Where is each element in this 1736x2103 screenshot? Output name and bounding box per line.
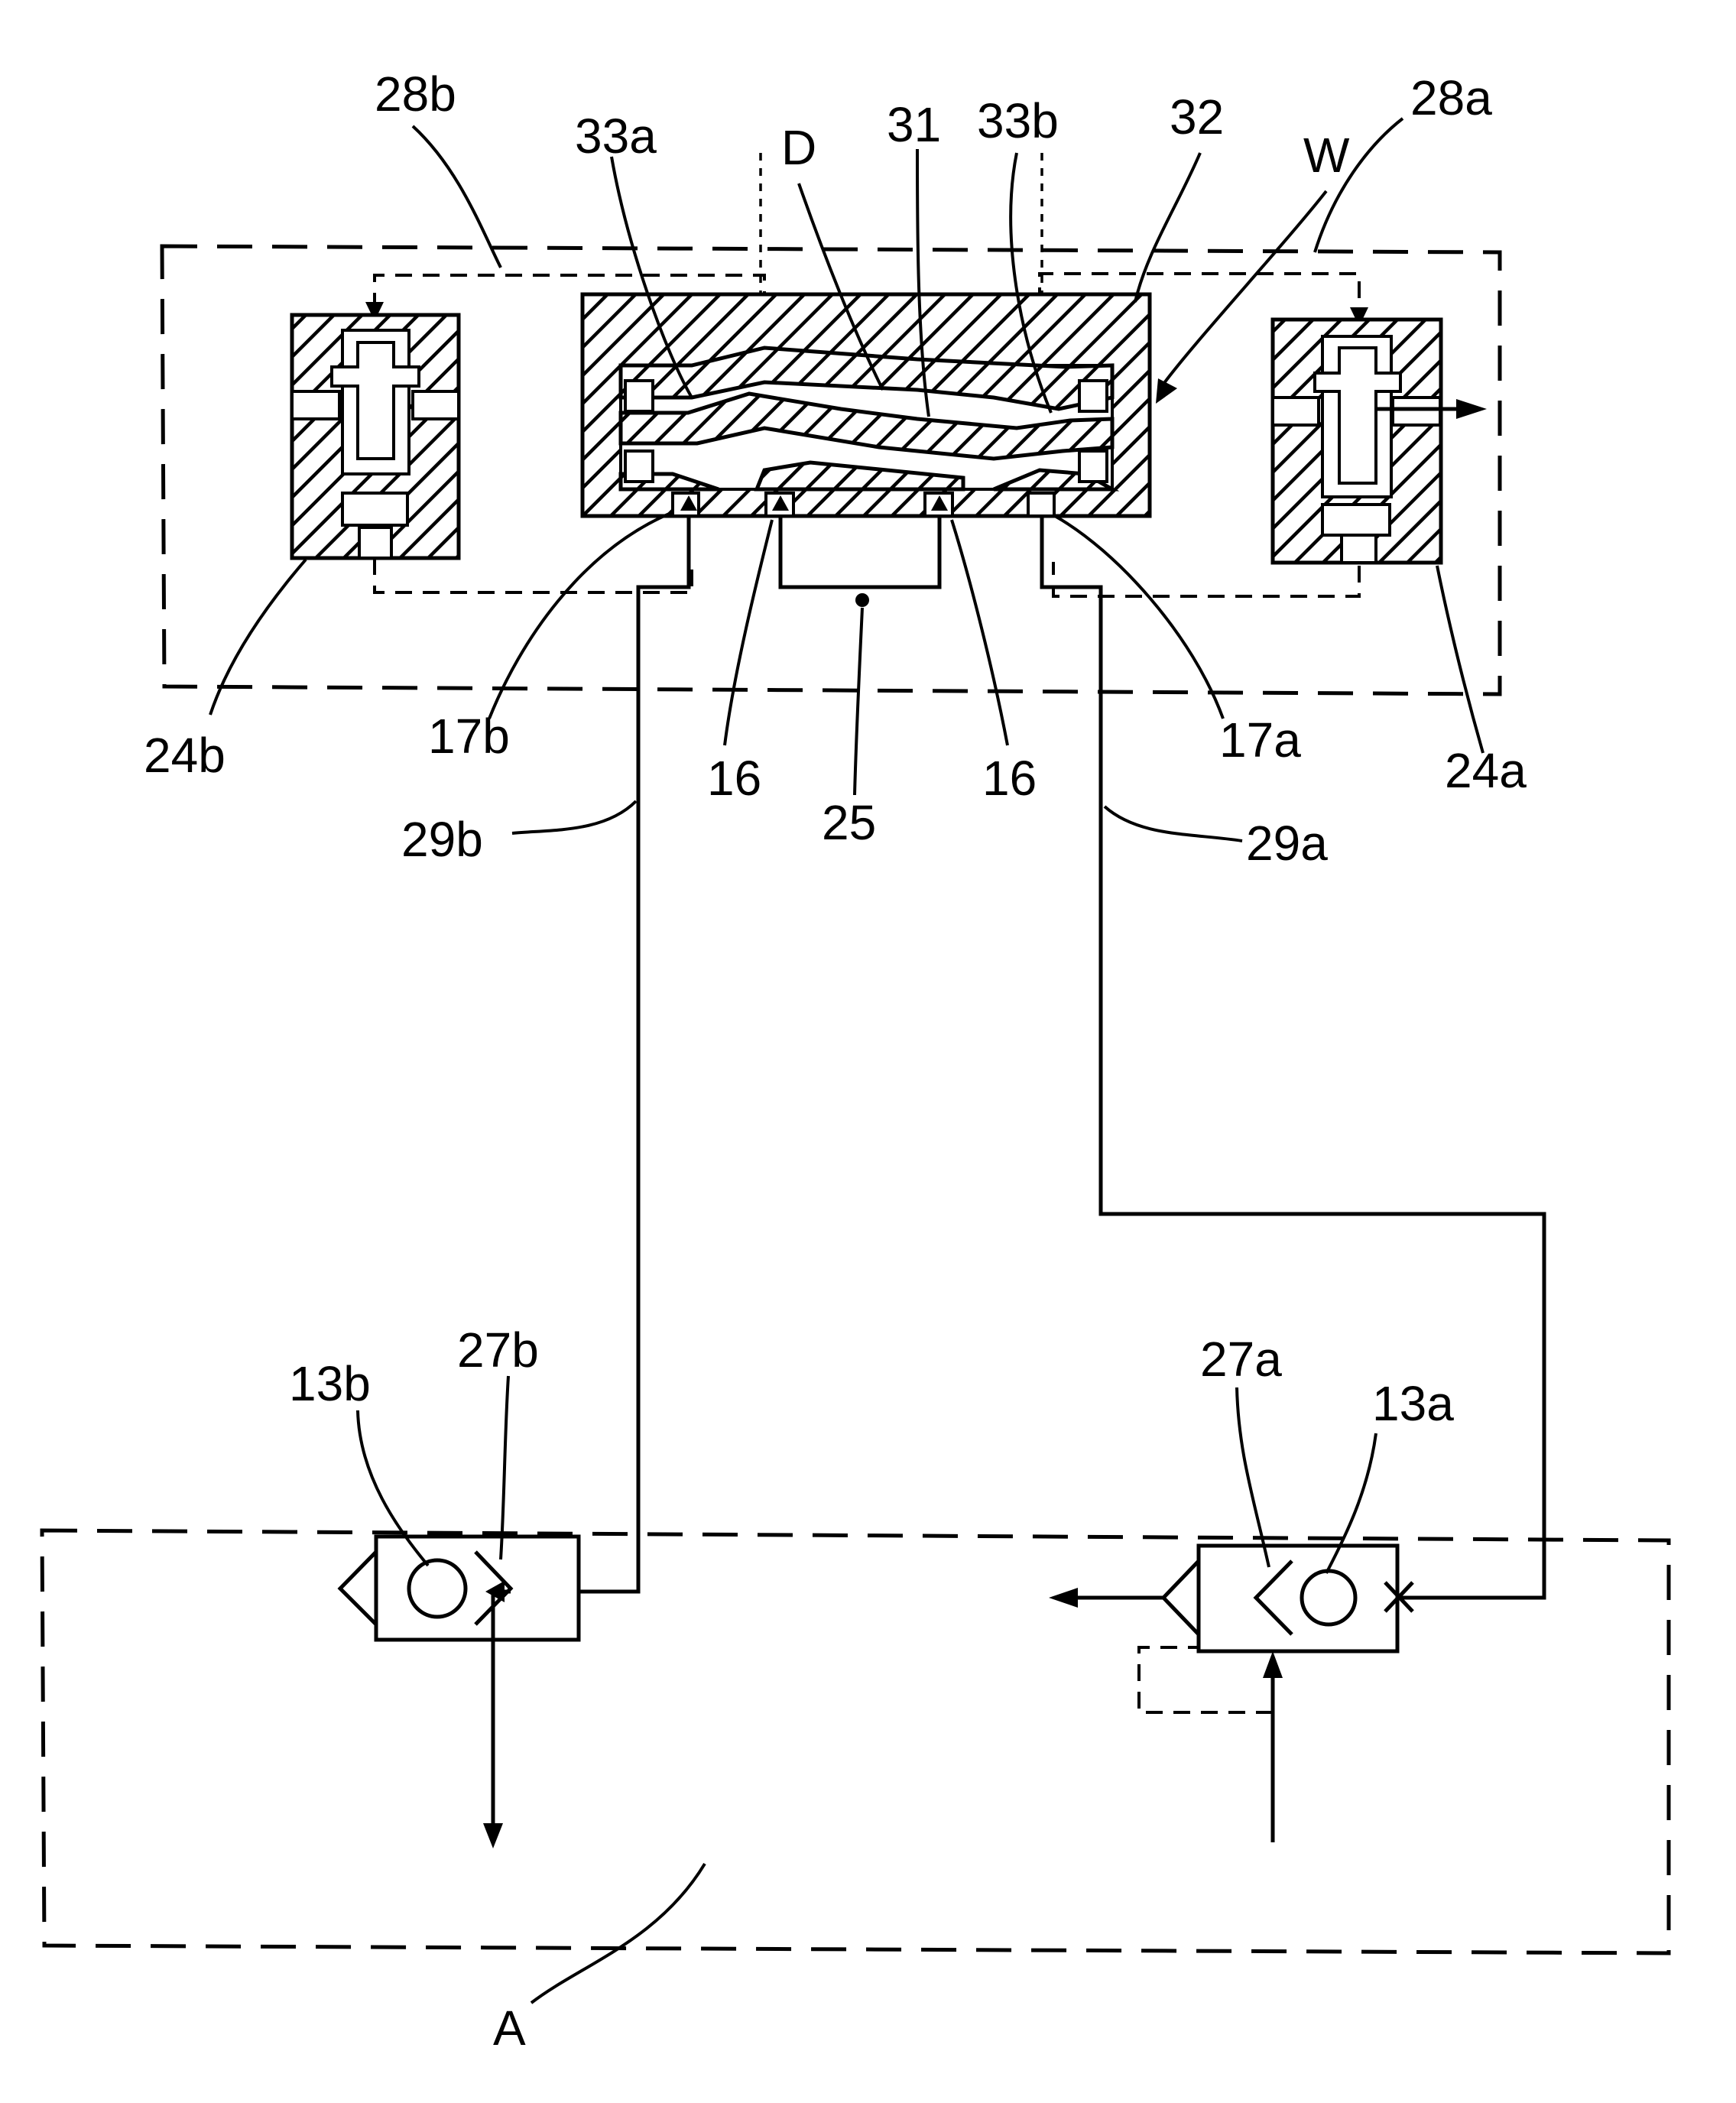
- leader-16-right: [952, 520, 1008, 745]
- connector-16-pair: [780, 516, 939, 587]
- label-17a: 17a: [1219, 712, 1301, 768]
- label-28b: 28b: [375, 67, 456, 122]
- label-17b: 17b: [428, 709, 510, 764]
- label-27a: 27a: [1200, 1332, 1282, 1387]
- pilot-valve-24a: [1273, 320, 1441, 563]
- component-27a: [1163, 1546, 1413, 1651]
- node-25: [855, 593, 869, 607]
- label-24a: 24a: [1445, 743, 1527, 798]
- outlet-arrow-24a: [1456, 399, 1487, 419]
- label-D: D: [781, 120, 816, 175]
- leader-24a: [1437, 566, 1483, 753]
- label-13b: 13b: [289, 1356, 371, 1411]
- label-16-left: 16: [707, 751, 761, 806]
- connector-17a: [1042, 516, 1544, 1598]
- label-33a: 33a: [575, 109, 657, 164]
- label-13a: 13a: [1372, 1376, 1454, 1431]
- label-24b: 24b: [144, 728, 226, 783]
- arrow-27a-left: [1049, 1588, 1078, 1608]
- leader-13a: [1326, 1433, 1376, 1573]
- component-27b: [340, 1537, 579, 1640]
- label-25: 25: [822, 795, 876, 850]
- label-33b: 33b: [977, 93, 1059, 148]
- leader-24b: [210, 560, 306, 715]
- leader-16-left: [725, 520, 772, 745]
- lower-unit-boundary: [42, 1530, 1669, 1953]
- label-32: 32: [1170, 89, 1224, 144]
- label-W: W: [1303, 128, 1350, 183]
- leader-25: [855, 608, 862, 795]
- leader-17a: [1055, 516, 1223, 719]
- label-27b: 27b: [457, 1322, 539, 1378]
- arrow-27b-down: [483, 1823, 503, 1848]
- leader-13b: [358, 1410, 428, 1566]
- leader-A: [531, 1864, 705, 2003]
- arrow-27a-up: [1263, 1651, 1283, 1678]
- label-29b: 29b: [401, 812, 483, 867]
- label-28a: 28a: [1410, 70, 1492, 125]
- pilot-valve-24b: [292, 315, 459, 558]
- leader-29a: [1105, 806, 1242, 841]
- label-16-right: 16: [982, 751, 1037, 806]
- pilot-loop-27a: [1139, 1647, 1273, 1712]
- label-31: 31: [887, 97, 941, 152]
- leader-29b: [512, 801, 636, 833]
- main-valve-body: [582, 294, 1150, 516]
- leader-32: [1135, 153, 1200, 302]
- leader-27a: [1237, 1387, 1269, 1567]
- connector-17b: [577, 516, 689, 1592]
- outlet-line-27b: [493, 1592, 511, 1831]
- label-29a: 29a: [1246, 816, 1328, 871]
- label-A: A: [493, 2001, 526, 2056]
